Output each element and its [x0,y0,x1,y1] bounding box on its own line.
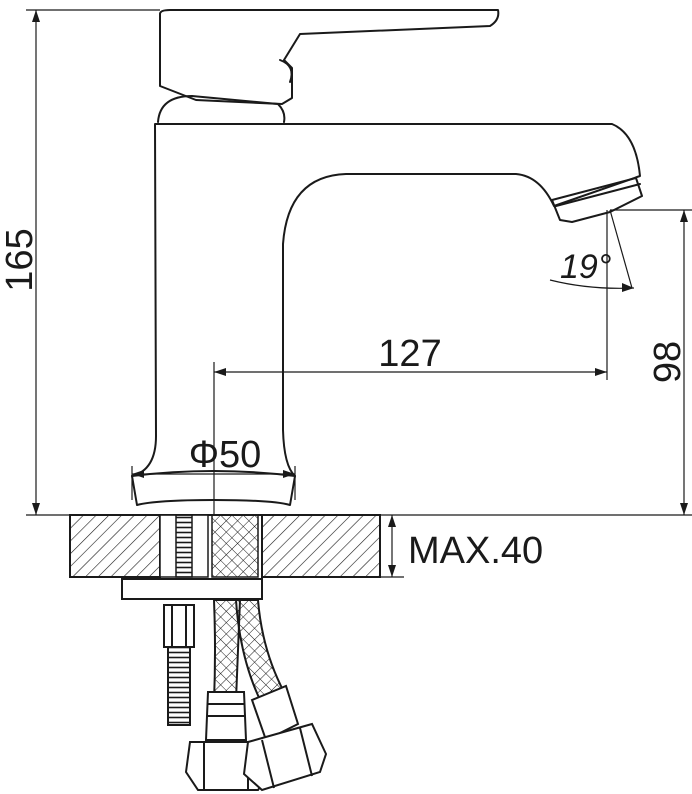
label-base-diameter: Φ50 [189,434,262,476]
aerator [551,177,643,223]
fitting-right-ferrule [250,684,300,742]
threaded-stud-upper [175,514,193,578]
mounting-nut-rod [163,604,195,726]
angle-line [609,209,633,289]
threaded-rod [167,646,191,726]
label-spout-reach: 127 [378,333,441,375]
hose-right [234,599,286,706]
mounting-plate [121,578,263,600]
mounting-nut [163,604,195,648]
hose-passage [211,514,259,578]
deck-left [69,514,161,578]
aerator-ring [555,183,641,207]
hose-fittings [184,684,328,792]
deck-right [261,514,381,578]
handle-lever [159,9,500,105]
label-spout-outlet-height: 98 [647,341,689,383]
countertop-section [69,514,381,578]
label-overall-height: 165 [0,228,41,291]
hose-left [212,599,242,704]
cartridge-dome [157,95,286,123]
fitting-right-nut [242,722,328,792]
handle-pivot [279,59,293,83]
dimension-lines [26,9,692,578]
arrowheads [32,10,688,577]
braided-hoses [212,599,286,706]
label-outlet-angle: 19° [560,248,611,286]
label-max-deck-thickness: MAX.40 [408,530,543,572]
